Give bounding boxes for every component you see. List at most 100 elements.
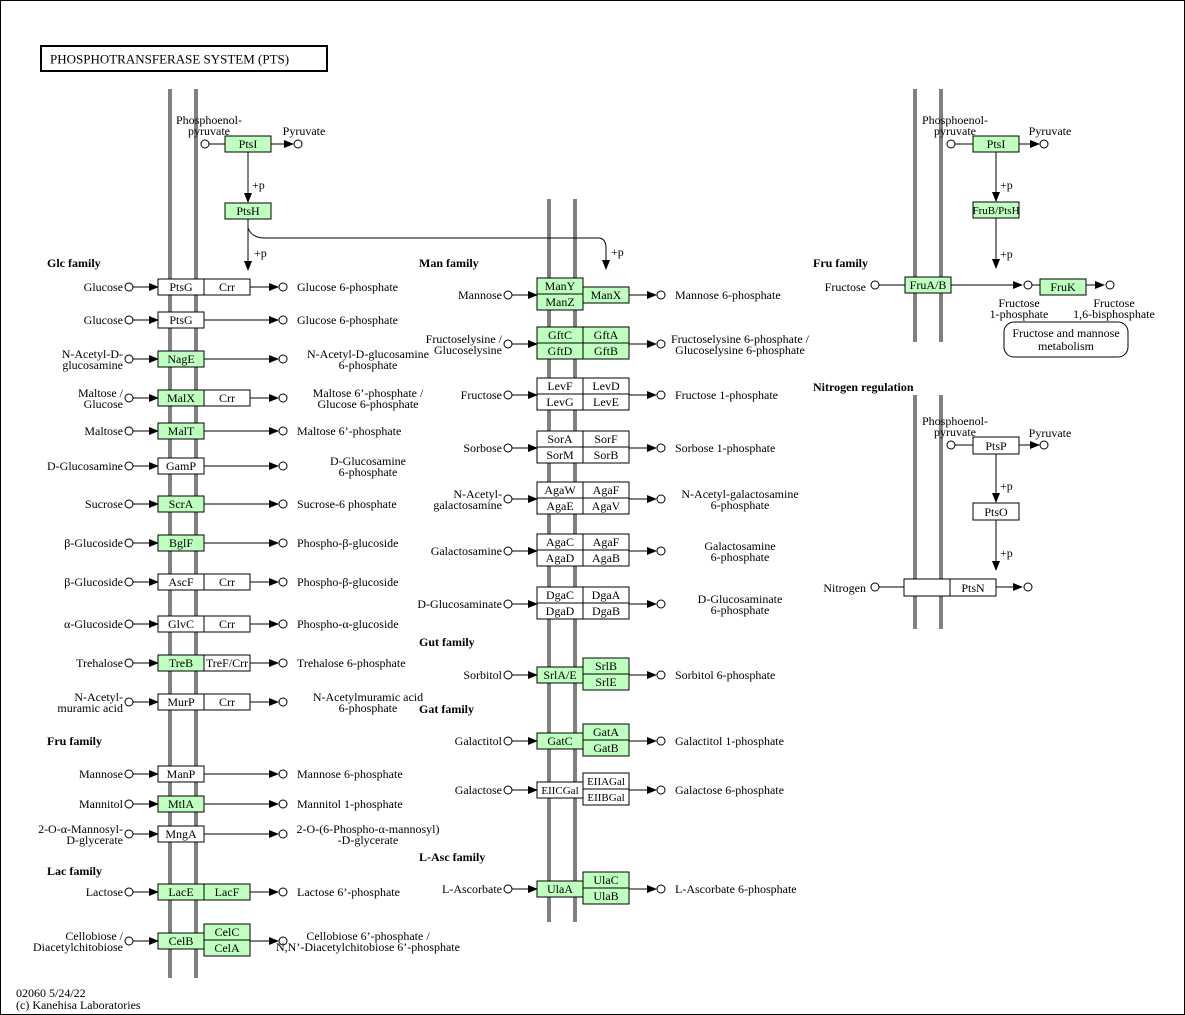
substrate-compound-node: [124, 538, 134, 548]
product-compound-node: [278, 829, 288, 839]
substrate-label-line1: Galactose: [455, 783, 502, 797]
product-label-line1: Sorbose 1-phosphate: [675, 441, 775, 455]
product-compound-node: [278, 769, 288, 779]
substrate-compound-node: [503, 390, 513, 400]
pep-label-line1: Phosphoenol-: [922, 113, 988, 127]
substrate-compound-node: [124, 799, 134, 809]
substrate-compound-node: [503, 670, 513, 680]
pyruvate-label: Pyruvate: [1029, 426, 1072, 440]
gene-box-label: CelA: [214, 941, 240, 955]
gene-box[interactable]: [582, 393, 630, 411]
product-compound-node: [656, 290, 666, 300]
product-compound-node: [278, 499, 288, 509]
footer: 02060 5/24/22 (c) Kanehisa Laboratories: [16, 986, 141, 1012]
fructose-compound-node: [870, 280, 880, 290]
product-label-line1: Phospho-α-glucoside: [297, 617, 399, 631]
fructose-1p-compound-node: [1023, 280, 1033, 290]
substrate-compound-node: [124, 426, 134, 436]
nitrogen-compound-node: [870, 582, 880, 592]
product-compound-node: [656, 494, 666, 504]
gene-box-label: MalT: [168, 424, 195, 438]
substrate-label-line1: Galactitol: [455, 734, 503, 748]
gene-ptso-label: PtsO: [984, 505, 1008, 519]
gene-box[interactable]: [582, 342, 630, 360]
product-compound-node: [278, 577, 288, 587]
gene-box[interactable]: [582, 887, 630, 905]
reaction-row: N-Acetyl-galactosamineAgaWAgaEAgaFAgaVN-…: [433, 481, 799, 515]
gene-box-label: SrlE: [595, 675, 616, 689]
product-compound-node: [278, 354, 288, 364]
product-label-line1: Galactose 6-phosphate: [675, 783, 784, 797]
product-label-line1: N-Acetyl-D-glucosamine: [307, 347, 429, 361]
gene-box[interactable]: [582, 788, 630, 806]
gene-box[interactable]: [582, 602, 630, 620]
pep-label-line2: pyruvate: [934, 425, 976, 439]
substrate-label-line1: L-Ascorbate: [442, 882, 502, 896]
gene-ptsi-label: PtsI: [239, 137, 258, 151]
product-compound-node: [278, 697, 288, 707]
pep-compound-node: [946, 440, 956, 450]
product-compound-node: [656, 736, 666, 746]
product-compound-node: [278, 619, 288, 629]
gene-fruk[interactable]: [1039, 278, 1087, 296]
gene-box[interactable]: [582, 673, 630, 691]
gene-box[interactable]: [582, 446, 630, 464]
product-label-line1: Sucrose-6 phosphate: [297, 497, 397, 511]
gene-box[interactable]: [582, 497, 630, 515]
product-compound-node: [278, 936, 288, 946]
gene-box-label: SrlB: [595, 659, 617, 673]
product-compound-node: [656, 443, 666, 453]
gene-box-label: SorB: [594, 448, 619, 462]
gene-box[interactable]: [582, 549, 630, 567]
gene-box-label: GatB: [593, 741, 618, 755]
substrate-compound-node: [124, 499, 134, 509]
gene-box-label: AgaF: [593, 535, 620, 549]
gene-box-label: LevD: [592, 379, 620, 393]
substrate-label-line1: Glucose: [84, 313, 123, 327]
pep-compound-node: [200, 139, 210, 149]
gene-box-label: Crr: [219, 617, 235, 631]
fructose-1p-label-line1: Fructose: [998, 296, 1039, 310]
copyright: (c) Kanehisa Laboratories: [16, 998, 141, 1012]
gene-box-label: ManP: [167, 767, 196, 781]
fructose-16bp-compound-node: [1105, 280, 1115, 290]
gene-blank-box[interactable]: [903, 578, 951, 597]
gene-box-label: CelC: [215, 925, 240, 939]
product-label-line1: Galactosamine: [704, 539, 775, 553]
lac-family-heading: Lac family: [47, 864, 102, 878]
substrate-compound-node: [503, 546, 513, 556]
gene-box-label: NagE: [167, 352, 194, 366]
fru-man-metabolism-map-link[interactable]: [1003, 321, 1129, 358]
pep-label-line2: pyruvate: [188, 124, 230, 138]
gene-box-label: AgaE: [546, 499, 573, 513]
gene-box[interactable]: [582, 739, 630, 757]
substrate-label-line1: Fructoselysine /: [426, 332, 503, 346]
gene-box-label: TreF/Crr: [206, 656, 248, 670]
gene-frub-ptsh-label: FruB/PtsH: [972, 205, 1019, 217]
pep-label-line1: Phosphoenol-: [176, 113, 242, 127]
gene-box-label: CelB: [169, 934, 194, 948]
product-label-line1: N-Acetyl-galactosamine: [681, 487, 798, 501]
gene-box[interactable]: [203, 939, 251, 957]
product-compound-node: [656, 599, 666, 609]
reaction-row: Fructoselysine /GlucoselysineGftCGftDGft…: [426, 326, 810, 360]
product-compound-node: [278, 282, 288, 292]
pep-compound-node: [946, 139, 956, 149]
nitrogen-regulation-panel: Phosphoenol- pyruvate PtsP Pyruvate +p P…: [823, 414, 1072, 597]
substrate-label-line1: Cellobiose /: [65, 929, 123, 943]
substrate-label-line1: Maltose: [84, 424, 123, 438]
product-label-line1: D-Glucosamine: [330, 454, 406, 468]
product-label-line1: Maltose 6’-phosphate: [297, 424, 401, 438]
product-label-line1: Fructoselysine 6-phosphate /: [671, 332, 810, 346]
product-label-line1: Mannose 6-phosphate: [297, 767, 403, 781]
substrate-label-line1: N-Acetyl-: [453, 487, 502, 501]
substrate-compound-node: [124, 658, 134, 668]
